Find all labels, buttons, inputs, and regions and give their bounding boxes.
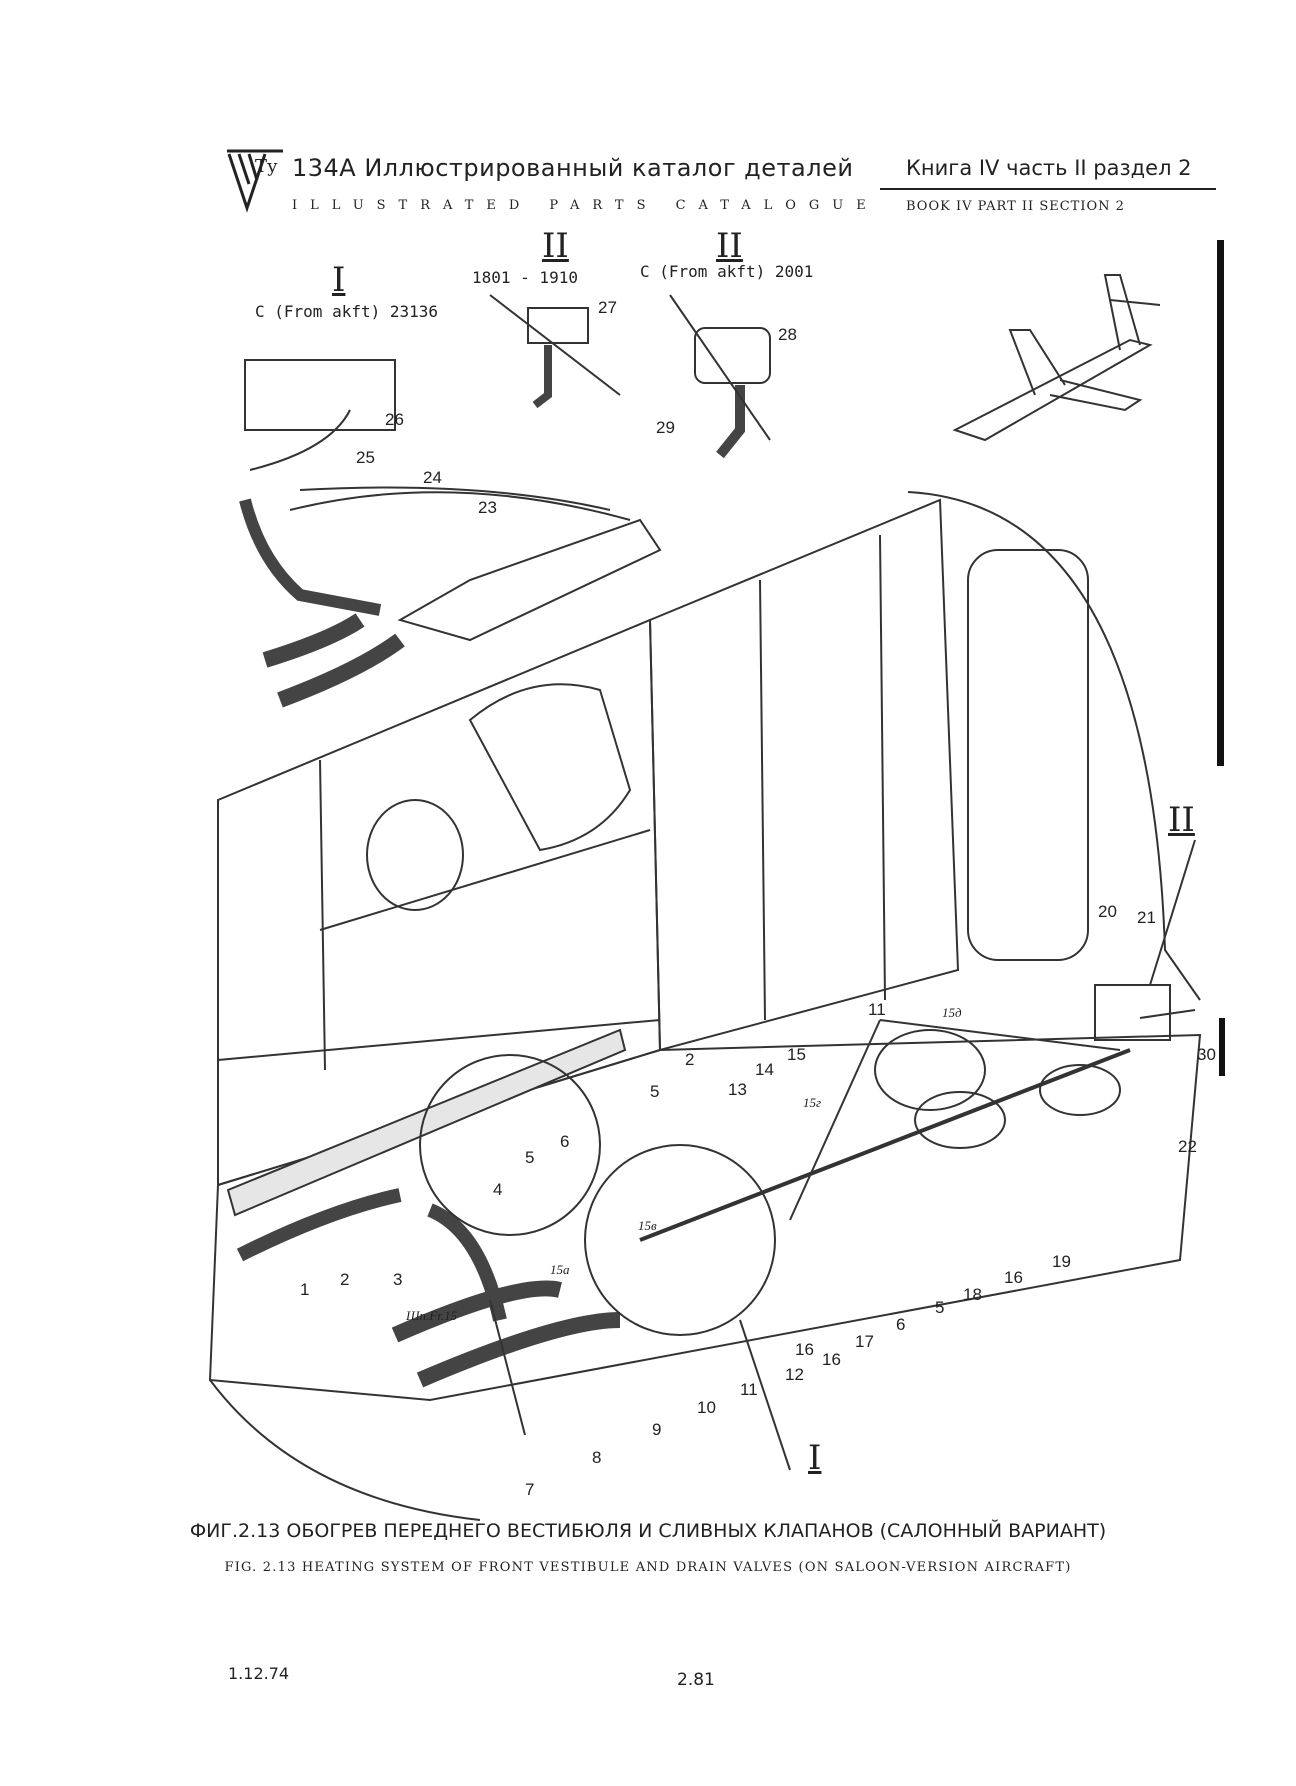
callout-16-right: 16	[1004, 1268, 1023, 1287]
heater-opening	[366, 799, 464, 911]
header-book-en: BOOK IV PART II SECTION 2	[906, 199, 1125, 214]
callout-30: 30	[1197, 1045, 1216, 1064]
drain-valve-cylinder	[914, 1091, 1006, 1149]
callout-5-upper: 5	[650, 1082, 660, 1101]
callout-24: 24	[423, 468, 442, 487]
hose-26	[249, 409, 351, 471]
callout-7: 7	[525, 1480, 535, 1499]
figure-caption-en: FIG. 2.13 HEATING SYSTEM OF FRONT VESTIB…	[224, 1560, 1072, 1575]
hose-23	[289, 491, 631, 521]
callout-4: 4	[493, 1180, 503, 1199]
zone-label-15g: 15г	[803, 1095, 822, 1110]
logo-mark-icon	[227, 149, 283, 213]
zone-label-15d: 15д	[942, 1005, 962, 1020]
view-label-ii-c: II	[1168, 800, 1195, 840]
heater-box	[468, 683, 632, 852]
view-note-ii-b: С (From akft) 2001	[640, 262, 814, 281]
callout-2-upper: 2	[685, 1050, 695, 1069]
pipe-assembly-i	[397, 518, 662, 642]
rear-wall	[648, 498, 960, 1052]
header-title-ru: 134А Иллюстрированный каталог деталей	[292, 154, 854, 182]
callout-12: 12	[785, 1365, 804, 1384]
grille-strip	[226, 1028, 627, 1217]
view-note-ii-a: 1801 - 1910	[472, 268, 578, 287]
grille-20	[1094, 984, 1171, 1041]
callout-5-right: 5	[935, 1298, 945, 1317]
logo-text: Ту	[255, 156, 278, 177]
duct-upper-bend	[239, 498, 382, 616]
footer-page-number: 2.81	[677, 1670, 715, 1690]
grille-28	[694, 327, 771, 384]
callout-16-mid: 16	[795, 1340, 814, 1359]
heater-grille-detail-i	[244, 359, 396, 431]
zoom-circle-lower	[584, 1144, 776, 1336]
duct-upper-1	[262, 613, 365, 668]
callout-6-right: 6	[896, 1315, 906, 1334]
duct-upper-2	[277, 633, 405, 708]
view-label-ii-a: II	[542, 226, 569, 266]
logo: Ту	[225, 146, 285, 216]
callout-20: 20	[1098, 902, 1117, 921]
callout-9: 9	[652, 1420, 662, 1439]
callout-14: 14	[755, 1060, 774, 1079]
header-book-ru: Книга IV часть II раздел 2	[906, 156, 1192, 180]
callout-5-lower: 5	[525, 1148, 535, 1167]
callout-3: 3	[393, 1270, 403, 1289]
callout-22: 22	[1178, 1137, 1197, 1156]
callout-17: 17	[855, 1332, 874, 1351]
zone-label-fr15: Шп.Fr.15	[406, 1308, 458, 1323]
callout-21: 21	[1137, 908, 1156, 927]
duct-riser	[427, 1203, 507, 1322]
drain-valve-cylinder-2	[1039, 1064, 1121, 1116]
airplane-fuselage	[952, 338, 1153, 442]
main-tube	[639, 1048, 1131, 1242]
figure-caption-ru: ФИГ.2.13 ОБОГРЕВ ПЕРЕДНЕГО ВЕСТИБЮЛЯ И С…	[189, 1520, 1107, 1542]
callout-2-lower: 2	[340, 1270, 350, 1289]
callout-25: 25	[356, 448, 375, 467]
margin-bar	[1217, 240, 1224, 766]
callout-28: 28	[778, 325, 797, 344]
door-frame	[967, 549, 1089, 961]
duct-lower-3	[416, 1312, 621, 1388]
callout-26: 26	[385, 410, 404, 429]
view-label-i-bottom: I	[808, 1438, 822, 1478]
footer-date: 1.12.74	[228, 1664, 290, 1683]
airplane-stab	[1109, 299, 1161, 306]
view-label-i-top: I	[332, 260, 346, 300]
zone-label-15v: 15в	[638, 1218, 657, 1233]
callout-18: 18	[963, 1285, 982, 1304]
airplane-fin	[1103, 274, 1141, 351]
airplane-wing-2	[1049, 379, 1143, 412]
view-label-ii-b: II	[716, 226, 743, 266]
lower-skin-curve	[209, 1379, 481, 1521]
callout-15: 15	[787, 1045, 806, 1064]
callout-29: 29	[656, 418, 675, 437]
grille-27	[527, 307, 589, 344]
airplane-wing	[1008, 329, 1066, 396]
fuselage-skin-curve	[907, 491, 1201, 1001]
callout-10: 10	[697, 1398, 716, 1417]
hose-24	[299, 486, 611, 511]
callout-27: 27	[598, 298, 617, 317]
callout-11-lower: 11	[740, 1380, 758, 1399]
duct-lower-1	[236, 1188, 402, 1262]
callout-13: 13	[728, 1080, 747, 1099]
callout-16-lower: 16	[822, 1350, 841, 1369]
zoom-circle-upper	[419, 1054, 601, 1236]
zone-label-15a: 15а	[550, 1262, 570, 1277]
callout-23: 23	[478, 498, 497, 517]
view-note-i-top: С (From akft) 23136	[255, 302, 439, 321]
header-title-en: ILLUSTRATED PARTS CATALOGUE	[292, 198, 879, 213]
callout-8: 8	[592, 1448, 602, 1467]
floor-plane	[208, 1033, 1202, 1402]
margin-bar-small	[1219, 1018, 1225, 1076]
callout-19: 19	[1052, 1252, 1071, 1271]
header-rule	[880, 188, 1216, 190]
tank-15d	[874, 1029, 986, 1111]
callout-11-upper: 11	[868, 1000, 886, 1019]
callout-1: 1	[300, 1280, 310, 1299]
callout-6-left: 6	[560, 1132, 570, 1151]
